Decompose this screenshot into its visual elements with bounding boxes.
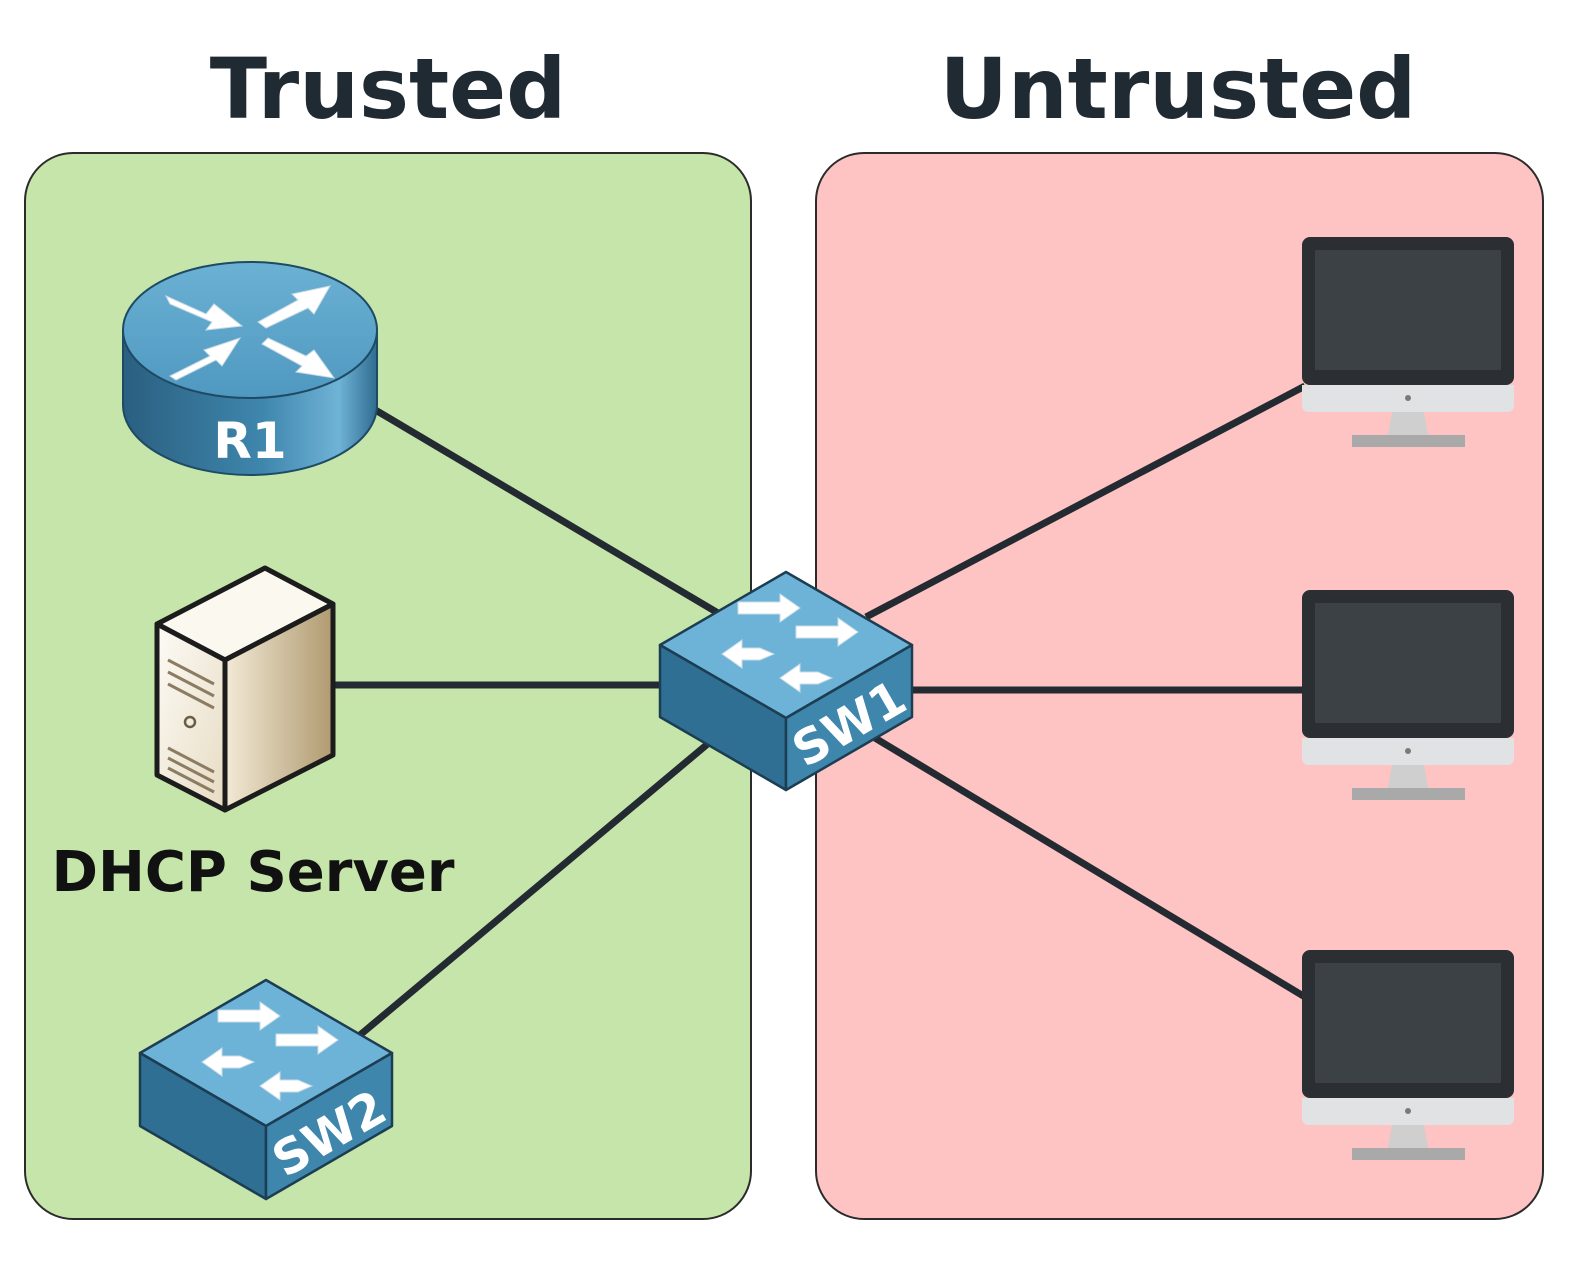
- server-icon: [154, 565, 336, 813]
- trusted-zone-title: Trusted: [210, 40, 567, 138]
- host-3: [1302, 950, 1514, 1160]
- monitor-icon: [1302, 237, 1514, 447]
- link-sw1-host1: [864, 382, 1307, 621]
- switch-icon: [138, 978, 394, 1201]
- router-icon: [122, 261, 378, 476]
- router-label: R1: [213, 412, 286, 470]
- link-sw2-sw1: [357, 739, 713, 1038]
- links: [333, 382, 1307, 1038]
- host-2: [1302, 590, 1514, 800]
- dhcp-server: DHCP Server: [51, 565, 455, 905]
- dhcp-server-label: DHCP Server: [51, 840, 454, 905]
- link-sw1-host3: [873, 735, 1307, 1000]
- monitor-icon: [1302, 590, 1514, 800]
- untrusted-zone-title: Untrusted: [940, 40, 1417, 138]
- host-1: [1302, 237, 1514, 447]
- switch-icon: [658, 570, 914, 792]
- monitor-icon: [1302, 950, 1514, 1160]
- link-r1-sw1: [370, 404, 720, 617]
- router-r1: R1: [122, 261, 378, 476]
